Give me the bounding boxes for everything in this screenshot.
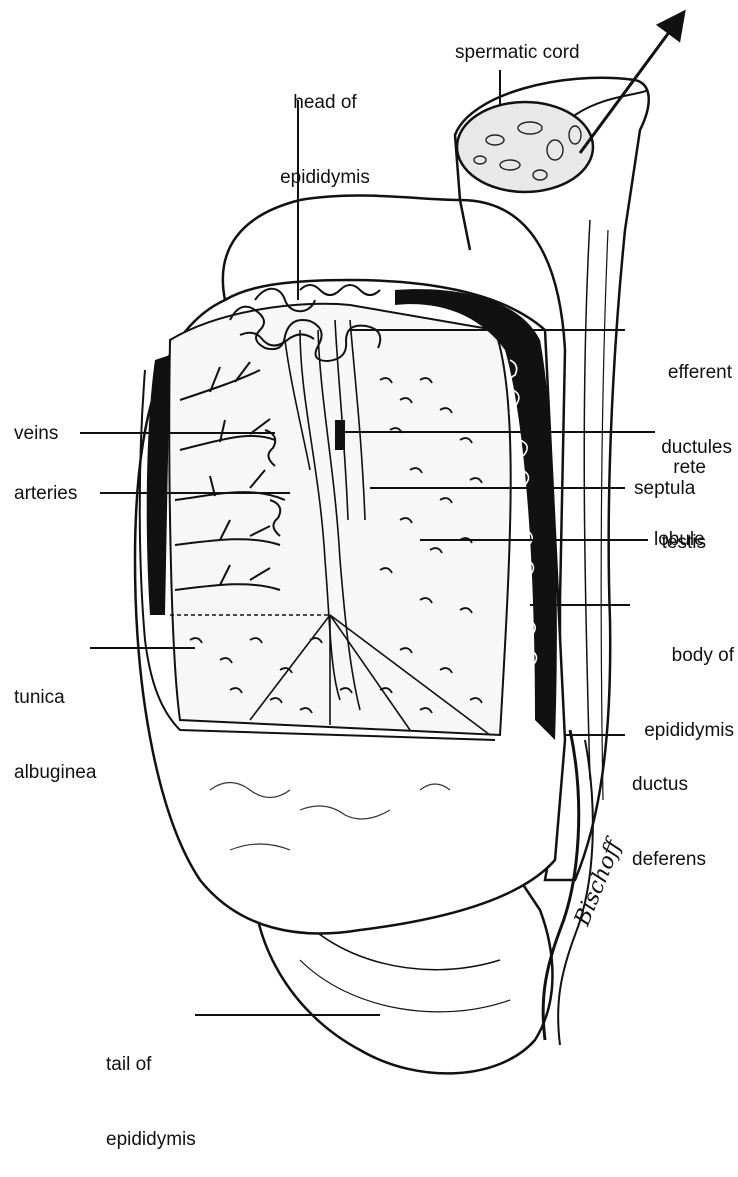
label-lobule: lobule xyxy=(654,527,705,552)
label-veins: veins xyxy=(14,421,58,446)
label-arteries: arteries xyxy=(14,481,77,506)
label-ductus-deferens: ductus deferens xyxy=(632,722,706,897)
label-tunica-albuginea: tunica albuginea xyxy=(14,635,96,810)
cut-section-shape xyxy=(169,304,510,735)
spermatic-cord-section xyxy=(457,102,593,192)
label-tail-of-epididymis: tail of epididymis xyxy=(106,1002,196,1177)
label-head-of-epididymis: head of epididymis xyxy=(265,40,385,215)
testis-diagram: head of epididymis spermatic cord effere… xyxy=(0,0,738,1112)
label-septula: septula xyxy=(634,476,695,501)
label-spermatic-cord: spermatic cord xyxy=(455,40,580,65)
